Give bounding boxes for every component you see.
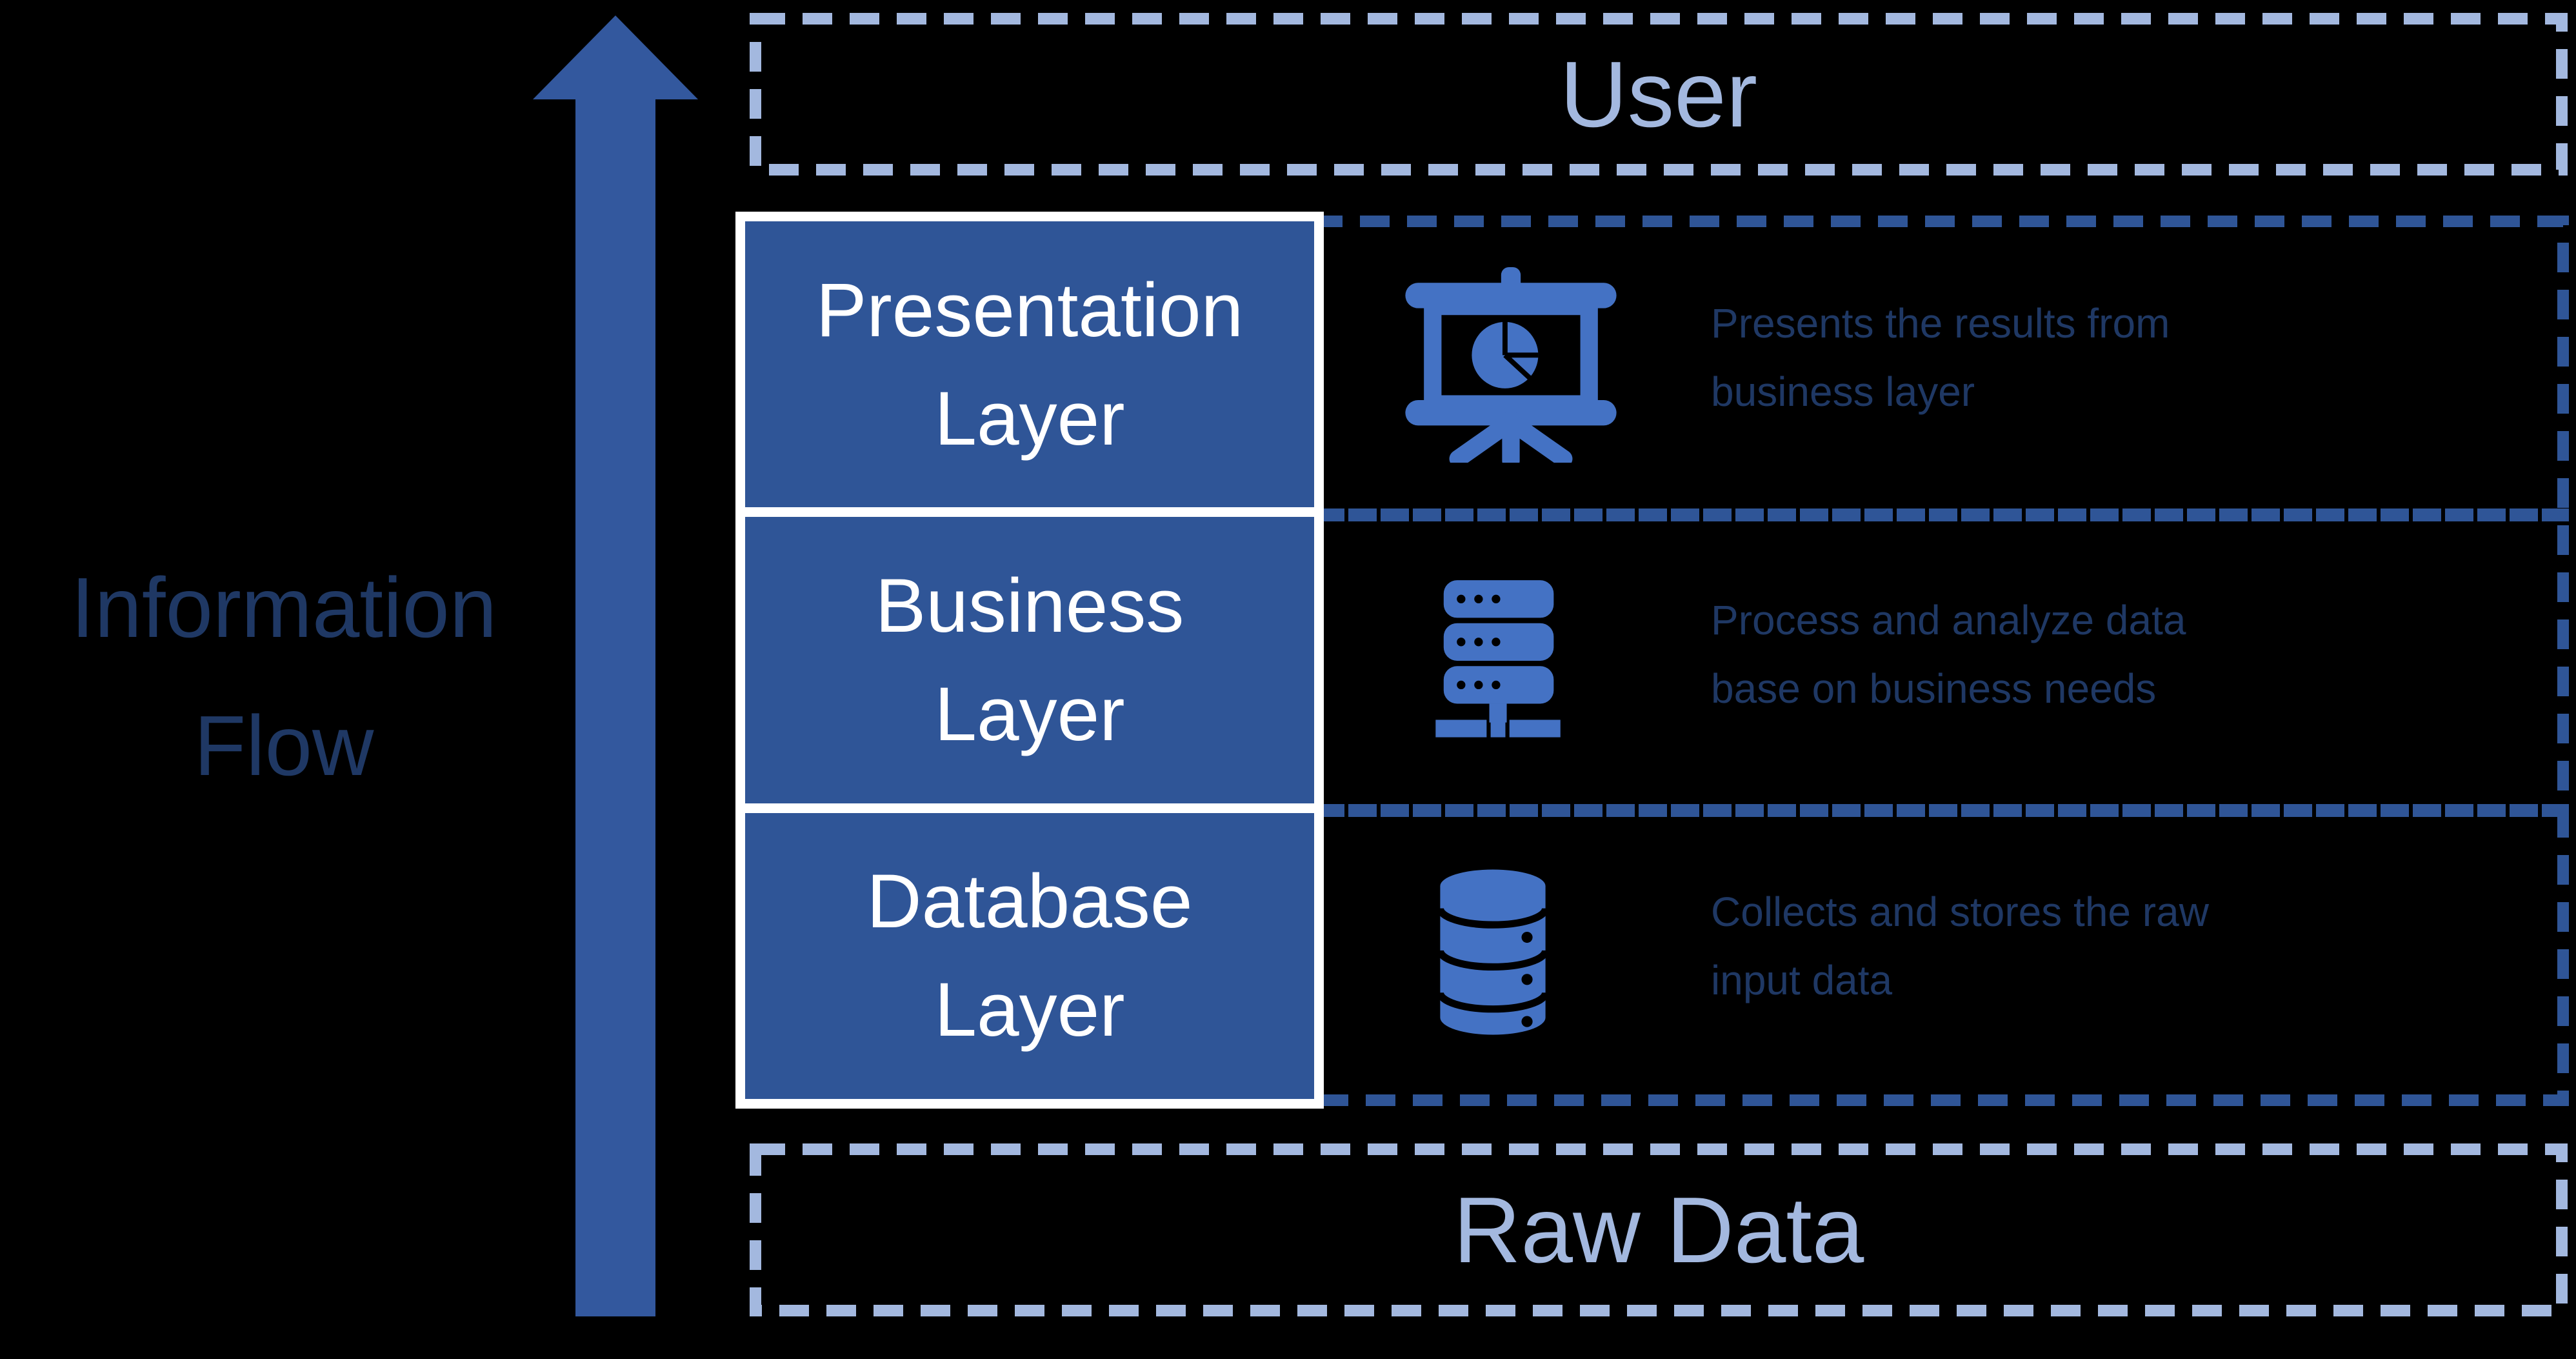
user-box-label: User bbox=[1559, 41, 1758, 146]
server-rack-icon bbox=[1435, 580, 1561, 738]
database-desc-line2: input data bbox=[1711, 957, 1893, 1003]
presentation-layer-label-line2: Layer bbox=[934, 376, 1125, 461]
up-arrow-shaft bbox=[575, 97, 655, 1316]
database-desc-line1: Collects and stores the raw bbox=[1711, 889, 2209, 935]
layer-stack: Presentation Layer Business Layer Databa… bbox=[735, 212, 1324, 1109]
raw-data-box-label: Raw Data bbox=[1453, 1177, 1864, 1282]
row-divider-top bbox=[1316, 508, 2569, 521]
database-layer-label-line1: Database bbox=[866, 859, 1193, 945]
presentation-layer-description: Presents the results from business layer bbox=[1711, 289, 2170, 426]
information-flow-line1: Information bbox=[70, 560, 497, 655]
business-layer-label-line1: Business bbox=[875, 563, 1184, 649]
user-box-dashed-border bbox=[750, 13, 2568, 176]
database-cylinder-icon bbox=[1436, 869, 1550, 1035]
row-divider-bottom bbox=[1316, 804, 2569, 817]
information-flow-line2: Flow bbox=[194, 698, 374, 793]
database-layer-label-line2: Layer bbox=[934, 967, 1125, 1053]
business-desc-line1: Process and analyze data bbox=[1711, 597, 2186, 643]
user-box: User bbox=[750, 13, 2568, 176]
raw-data-box-dashed-border bbox=[750, 1143, 2568, 1316]
raw-data-box: Raw Data bbox=[750, 1143, 2568, 1316]
business-layer-description: Process and analyze data base on busines… bbox=[1711, 586, 2186, 723]
information-flow-label: Information Flow bbox=[32, 539, 535, 815]
presentation-layer-label-line1: Presentation bbox=[815, 267, 1244, 353]
business-layer-label-line2: Layer bbox=[934, 671, 1125, 757]
presentation-layer-box: Presentation Layer bbox=[745, 221, 1314, 508]
database-layer-description: Collects and stores the raw input data bbox=[1711, 878, 2209, 1014]
database-layer-box: Database Layer bbox=[745, 812, 1314, 1099]
presentation-desc-line1: Presents the results from bbox=[1711, 300, 2170, 347]
presentation-desc-line2: business layer bbox=[1711, 368, 1975, 415]
up-arrow-head bbox=[533, 15, 698, 99]
business-desc-line2: base on business needs bbox=[1711, 665, 2157, 712]
business-layer-box: Business Layer bbox=[745, 517, 1314, 803]
presentation-chart-icon bbox=[1405, 267, 1617, 463]
